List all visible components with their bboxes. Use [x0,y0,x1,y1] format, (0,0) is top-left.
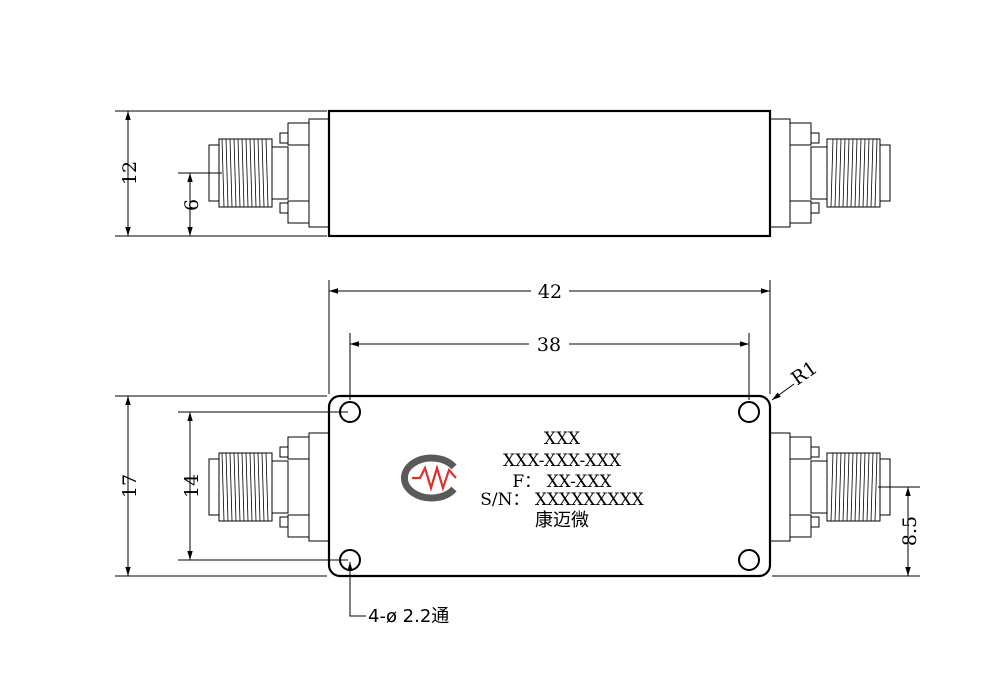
mounting-hole [738,549,760,571]
sma-connector-icon [208,118,330,228]
mounting-hole [738,401,760,423]
serial-number-label: S/N： XXXXXXXXX [480,490,644,510]
frequency-label: F： XX-XXX [512,472,612,492]
side-view: 12 6 [115,109,891,238]
side-height-label: 12 [119,161,141,185]
kangmaiwei-logo-icon [400,454,457,502]
connector-offset-label: 8.5 [899,516,921,546]
side-body [327,109,772,238]
hole-spacing-label: 38 [537,334,561,356]
part-number-label: XXX-XXX-XXX [503,451,622,471]
top-view: 42 38 R1 17 14 8.5 4-ø 2.2通 [115,280,921,627]
model-label: XXX [544,429,581,449]
sma-connector-icon [208,432,330,542]
overall-length-label: 42 [538,281,562,303]
sma-connector-icon [769,432,891,542]
hole-spec-label: 4-ø 2.2通 [368,606,449,627]
hole-vertical-label: 14 [181,474,203,498]
brand-label: 康迈微 [535,510,589,531]
top-height-label: 17 [119,474,141,498]
side-connector-center-label: 6 [181,199,203,211]
sma-connector-icon [769,118,891,228]
